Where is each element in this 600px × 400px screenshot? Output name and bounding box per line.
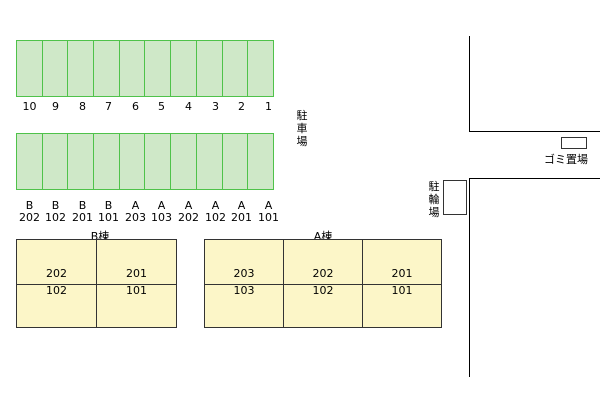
road-line	[469, 178, 600, 179]
parking-space	[67, 133, 95, 190]
parking-space	[221, 133, 249, 190]
road-line	[469, 131, 600, 132]
parking-space	[221, 40, 249, 97]
parking-building: A	[264, 199, 273, 212]
unit-column: 201 101	[362, 239, 442, 328]
unit-column: 201 101	[96, 239, 177, 328]
unit-column: 202 102	[16, 239, 97, 328]
parking-space	[67, 40, 95, 97]
bicycle-label-char: 駐	[428, 180, 440, 193]
parking-space	[118, 40, 146, 97]
parking-space	[144, 133, 172, 190]
parking-space	[16, 133, 43, 190]
parking-building: B	[51, 199, 60, 212]
unit-upper: 201	[126, 267, 147, 280]
parking-number: 1	[265, 100, 272, 113]
parking-label-char: 車	[296, 122, 308, 135]
garbage-area-box	[561, 137, 587, 149]
bicycle-label-char: 場	[428, 206, 440, 219]
parking-space	[247, 40, 274, 97]
floor-divider	[97, 284, 176, 285]
parking-building: A	[211, 199, 220, 212]
parking-building: B	[25, 199, 34, 212]
unit-lower: 101	[391, 284, 413, 297]
parking-number: 9	[52, 100, 59, 113]
parking-number: 5	[158, 100, 165, 113]
unit-upper: 202	[46, 267, 67, 280]
parking-label-char: 駐	[296, 109, 308, 122]
parking-unit: 101	[258, 211, 279, 224]
parking-unit: 103	[151, 211, 172, 224]
parking-unit: 202	[178, 211, 199, 224]
parking-number: 4	[185, 100, 192, 113]
unit-upper: 203	[233, 267, 255, 280]
garbage-area-label: ゴミ置場	[544, 153, 588, 166]
floor-divider	[17, 284, 96, 285]
parking-building: B	[104, 199, 113, 212]
parking-unit: 101	[98, 211, 119, 224]
bicycle-parking-box	[443, 180, 467, 215]
parking-number: 10	[22, 100, 37, 113]
parking-number: 7	[105, 100, 112, 113]
parking-unit: 102	[205, 211, 226, 224]
parking-space	[93, 40, 120, 97]
floor-divider	[363, 284, 441, 285]
unit-column: 202 102	[283, 239, 363, 328]
parking-label-char: 場	[296, 135, 308, 148]
parking-number: 8	[79, 100, 86, 113]
parking-space	[16, 40, 43, 97]
unit-upper: 201	[391, 267, 413, 280]
road-line	[469, 36, 470, 132]
parking-space	[195, 133, 223, 190]
bicycle-label-char: 輪	[428, 193, 440, 206]
floor-divider	[284, 284, 362, 285]
parking-number: 3	[212, 100, 219, 113]
parking-unit: 201	[72, 211, 93, 224]
parking-space	[170, 40, 197, 97]
building-b: 202 102 201 101	[16, 239, 177, 328]
building-a: 203 103 202 102 201 101	[204, 239, 442, 328]
parking-space	[170, 133, 197, 190]
unit-lower: 102	[46, 284, 67, 297]
parking-unit: 203	[125, 211, 146, 224]
parking-row-1	[16, 40, 274, 97]
parking-space	[93, 133, 120, 190]
parking-space	[41, 133, 69, 190]
parking-building: A	[131, 199, 140, 212]
parking-unit: 201	[231, 211, 252, 224]
parking-unit: 202	[19, 211, 40, 224]
parking-row-2	[16, 133, 274, 190]
unit-column: 203 103	[204, 239, 284, 328]
unit-upper: 202	[312, 267, 334, 280]
parking-building: A	[237, 199, 246, 212]
parking-space	[144, 40, 172, 97]
parking-building: A	[157, 199, 166, 212]
parking-space	[195, 40, 223, 97]
parking-building: B	[78, 199, 87, 212]
parking-space	[118, 133, 146, 190]
unit-lower: 103	[233, 284, 255, 297]
parking-unit: 102	[45, 211, 66, 224]
floor-divider	[205, 284, 283, 285]
unit-lower: 101	[126, 284, 147, 297]
unit-lower: 102	[312, 284, 334, 297]
road-line	[469, 178, 470, 377]
parking-number: 6	[132, 100, 139, 113]
parking-space	[41, 40, 69, 97]
parking-number: 2	[238, 100, 245, 113]
parking-space	[247, 133, 274, 190]
parking-building: A	[184, 199, 193, 212]
